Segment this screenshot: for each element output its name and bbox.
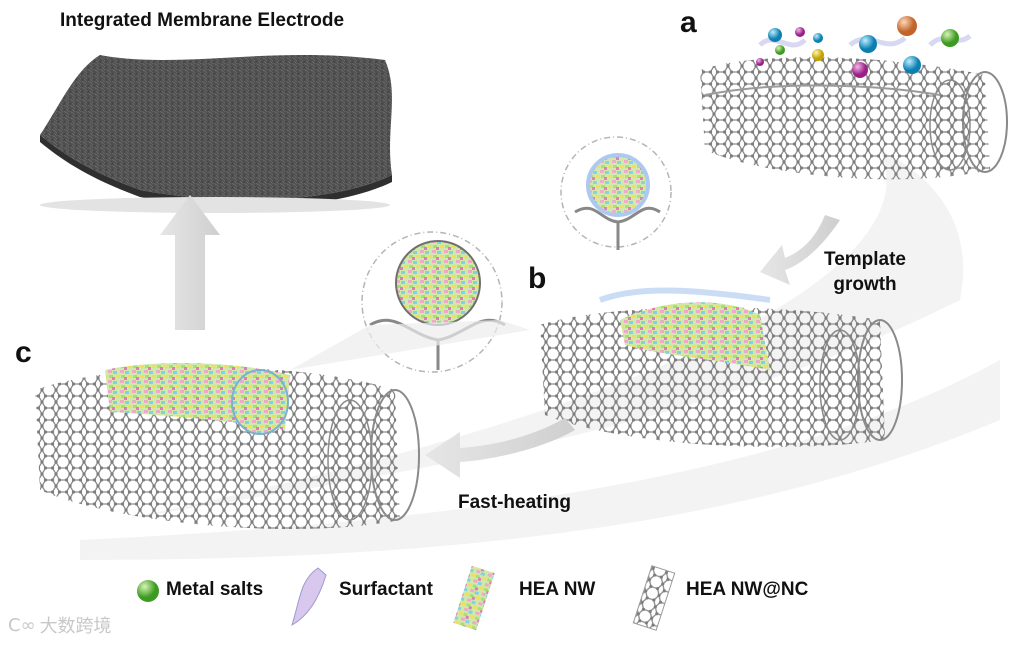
step-template-growth-line1: Template (824, 249, 907, 270)
legend-label-surfactant: Surfactant (339, 579, 433, 600)
membrane-electrode (40, 55, 392, 213)
panel-label-c: c (15, 336, 32, 369)
metal-salt-sphere-icon (137, 580, 159, 602)
arrow-template-growth (760, 215, 840, 285)
hea-nanowire-icon (453, 565, 495, 631)
hea-nw-nc-icon (632, 565, 676, 631)
metal-salt-ions (756, 16, 972, 78)
arrow-fast-heating (425, 418, 575, 478)
zoom-circle-a (560, 136, 672, 250)
legend-label-metal-salts: Metal salts (166, 579, 264, 600)
panel-label-a: a (680, 6, 697, 39)
surfactant-ribbon-icon (291, 567, 327, 627)
nanotube-group-b (540, 287, 903, 447)
process-swoosh-lower (80, 360, 1000, 560)
step-template-growth-line2: growth (833, 274, 897, 295)
panel-label-b: b (528, 262, 547, 295)
legend-label-hea-nw: HEA NW (519, 579, 596, 600)
step-template-growth: Template growth (824, 247, 906, 297)
nanotube-group-a (700, 57, 1008, 180)
legend-label-hea-nw-nc: HEA NW@NC (686, 579, 809, 600)
arrow-up (160, 195, 220, 330)
nanotube-group-c (35, 363, 420, 529)
watermark-text: 大数跨境 (39, 616, 112, 637)
step-fast-heating: Fast-heating (458, 492, 571, 513)
figure-title: Integrated Membrane Electrode (60, 10, 345, 31)
watermark-logo-icon: C∞ (8, 614, 36, 636)
watermark: C∞ 大数跨境 (8, 612, 112, 638)
zoom-beam (290, 320, 530, 370)
legend (137, 565, 676, 631)
